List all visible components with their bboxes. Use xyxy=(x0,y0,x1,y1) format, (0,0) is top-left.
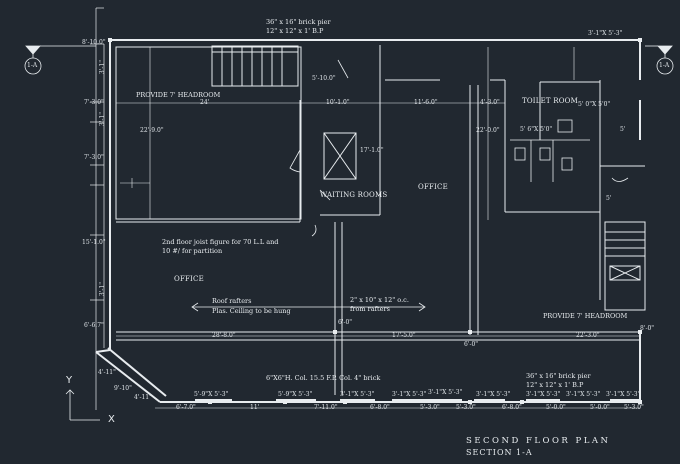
axis-label-y: Y xyxy=(66,375,73,386)
dim-label: 3'-1" xyxy=(99,60,106,75)
window-marks xyxy=(195,39,640,401)
dim-label: 24' xyxy=(200,99,210,106)
dim-label: 6'-7.0" xyxy=(176,404,196,411)
dim-label: 15'-1.0" xyxy=(82,239,106,246)
dim-label: 6'-0" xyxy=(338,319,353,326)
note-rafters-2: Plas. Ceiling to be hung xyxy=(212,307,291,315)
dim-label: 5'-9"X 5'-3" xyxy=(194,391,229,398)
dim-label: 5'-3.0" xyxy=(456,404,476,411)
dim-label: 5' xyxy=(606,195,612,202)
note-brick-pier-top-2: 12" x 12" x 1' B.P xyxy=(266,27,324,35)
interior-walls xyxy=(115,45,645,395)
dim-label: 11' xyxy=(250,404,260,411)
dim-label: 6'-8.0" xyxy=(370,404,390,411)
section-marker-left xyxy=(24,45,96,75)
room-label-office-left: OFFICE xyxy=(174,275,204,283)
dim-label: 4'-3.0" xyxy=(480,99,500,106)
dim-label: 6'-8.0" xyxy=(502,404,522,411)
note-rafters-1: Roof rafters xyxy=(212,297,252,305)
dim-label: 3'-1"X 5'-3" xyxy=(588,30,623,37)
drawing-title: SECOND FLOOR PLAN xyxy=(466,436,611,446)
dim-label: 7'-3.0" xyxy=(84,154,104,161)
dim-label: 3'-1"X 5'-3" xyxy=(428,389,463,396)
room-label-office-center: OFFICE xyxy=(418,183,448,191)
dim-label: 5'-3.0" xyxy=(624,404,644,411)
dim-label: 7'-3.0" xyxy=(84,99,104,106)
dim-label: 3'-1"X 5'-3" xyxy=(566,391,601,398)
dim-label: 3'-1" xyxy=(99,112,106,127)
dim-label: 5' xyxy=(620,126,626,133)
dim-label: 9'-10" xyxy=(114,385,132,392)
note-joist-2: 10 #/ for partition xyxy=(162,247,223,255)
dim-label: 3'-1"X 5'-3" xyxy=(340,391,375,398)
note-column: 6"X6"H. Col. 15.5 F.P. Col. 4" brick xyxy=(266,374,381,382)
column-box xyxy=(323,132,357,180)
dim-label: 5'-0.0" xyxy=(546,404,566,411)
note-headroom-left: PROVIDE 7' HEADROOM xyxy=(136,91,221,99)
section-marker-left-label: 1-A xyxy=(27,62,38,69)
note-brick-pier-bottom-2: 12" x 12" x 1' B.P xyxy=(526,381,584,389)
dim-label: 5'-0.0" xyxy=(590,404,610,411)
axis-label-x: X xyxy=(108,414,115,425)
section-marker-right xyxy=(645,45,674,75)
note-headroom-right: PROVIDE 7' HEADROOM xyxy=(543,312,628,320)
dim-label: 5' 6"X 5'0" xyxy=(520,126,553,133)
stair-right xyxy=(604,221,646,311)
dim-label: 4'-11" xyxy=(98,369,116,376)
dim-label: 3'-1"X 5'-3" xyxy=(606,391,641,398)
dimension-chains xyxy=(116,47,640,409)
dim-label: 6'-0" xyxy=(464,341,479,348)
dim-label: 22'-9.0" xyxy=(140,127,164,134)
dim-label: 17'-1.0" xyxy=(360,147,384,154)
dim-label: 3'-1"X 5'-3" xyxy=(392,391,427,398)
dim-label: 8'-10.0" xyxy=(82,39,106,46)
dim-label: 3'-1"X 5'-3" xyxy=(526,391,561,398)
dim-label: 5'-10.0" xyxy=(312,75,336,82)
rafters-arrow xyxy=(191,302,426,312)
dim-label: 3'-1" xyxy=(99,282,106,297)
note-brick-pier-top-1: 36" x 16" brick pier xyxy=(266,18,331,26)
dim-label: 10'-1.0" xyxy=(326,99,350,106)
dim-label: 22'-0.0" xyxy=(476,127,500,134)
column-posts xyxy=(108,38,642,404)
room-label-toilet: TOILET ROOM xyxy=(522,97,578,105)
dim-label: 28'-8.0" xyxy=(212,332,236,339)
dim-label: 5'-3.0" xyxy=(420,404,440,411)
dim-label: 5' 0"X 5'0" xyxy=(578,101,611,108)
dim-label: 4'-11" xyxy=(134,394,152,401)
drawing-section: SECTION 1-A xyxy=(466,448,533,457)
note-brick-pier-bottom-1: 36" x 16" brick pier xyxy=(526,372,591,380)
dim-label: 5'-9"X 5'-3" xyxy=(278,391,313,398)
note-rafters-3: 2" x 10" x 12" o.c. xyxy=(350,296,409,304)
dim-label: 11'-6.0" xyxy=(414,99,438,106)
left-dimension-line xyxy=(90,7,105,410)
dim-label: 7'-11.0" xyxy=(314,404,338,411)
dim-label: 22'-3.0" xyxy=(576,332,600,339)
stair-top xyxy=(211,45,299,87)
dim-label: 6'-6.7" xyxy=(84,322,104,329)
dim-label: 3'-1"X 5'-3" xyxy=(476,391,511,398)
door-swings xyxy=(289,59,629,237)
room-label-waiting: WAITING ROOMS xyxy=(320,191,388,199)
section-marker-right-label: 1-A xyxy=(659,62,670,69)
ucs-icon xyxy=(65,389,100,421)
toilet-fixtures xyxy=(510,119,590,182)
dim-label: 8'-0" xyxy=(640,325,655,332)
note-rafters-4: from rafters xyxy=(350,305,390,313)
dim-label: 17'-5.0" xyxy=(392,332,416,339)
note-joist-1: 2nd floor joist figure for 70 L.L and xyxy=(162,238,279,246)
